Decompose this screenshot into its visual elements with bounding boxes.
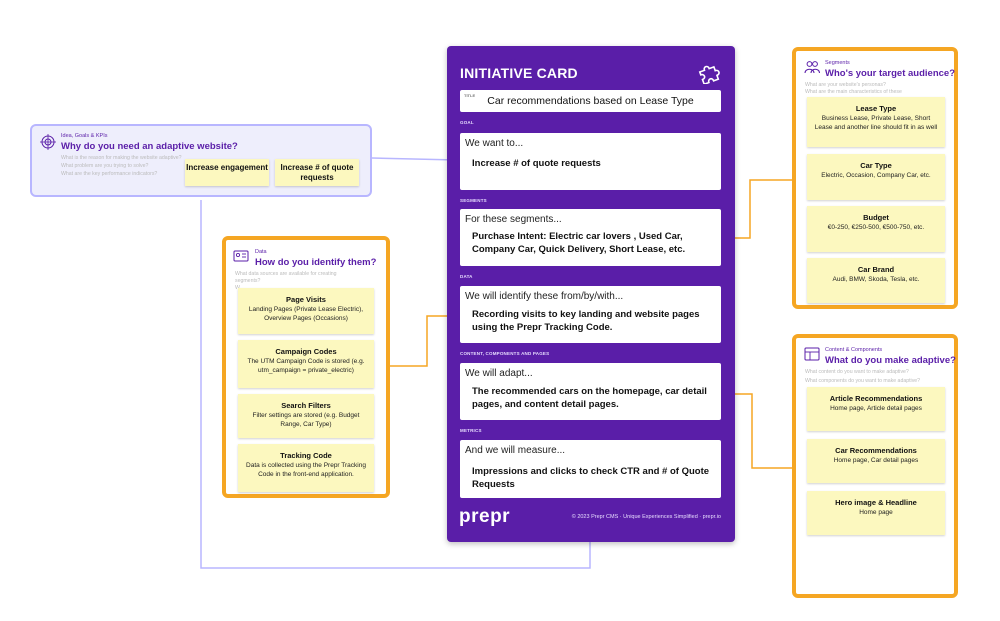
segments-panel: Segments Who's your target audience? Wha… [792, 47, 958, 309]
users-icon [804, 61, 820, 74]
sticky-note: Campaign Codes The UTM Campaign Code is … [238, 340, 374, 388]
data-heading: How do you identify them? [255, 257, 377, 268]
sticky-body: The UTM Campaign Code is stored (e.g. ut… [247, 358, 365, 374]
sticky-title: Hero image & Headline [835, 498, 917, 507]
segments-box: For these segments... Purchase Intent: E… [460, 209, 721, 266]
sticky-note: Search Filters Filter settings are store… [238, 394, 374, 438]
sticky-body: Home page [859, 509, 893, 516]
segments-lead: For these segments... [465, 214, 562, 225]
idea-question: What are the key performance indicators? [61, 171, 158, 177]
sticky-note: Increase # of quote requests [275, 159, 359, 186]
sticky-title: Car Recommendations [835, 446, 917, 455]
segments-body: Purchase Intent: Electric car lovers , U… [472, 231, 686, 255]
segments-heading: Who's your target audience? [825, 68, 955, 79]
idea-question: What is the reason for making the websit… [61, 155, 182, 161]
sticky-note: Hero image & Headline Home page [807, 491, 945, 535]
idea-heading: Why do you need an adaptive website? [61, 141, 238, 152]
connector-content-to-card [720, 388, 792, 469]
connector-segments-to-card [720, 179, 792, 244]
id-card-icon [233, 250, 249, 262]
sticky-note: Article Recommendations Home page, Artic… [807, 387, 945, 431]
puzzle-icon [698, 65, 720, 84]
sticky-body: Filter settings are stored (e.g. Budget … [252, 412, 360, 428]
content-label: CONTENT, COMPONENTS AND PAGES [460, 351, 550, 356]
card-footer: © 2023 Prepr CMS · Unique Experiences Si… [571, 514, 721, 520]
idea-kicker: Idea, Goals & KPIs [61, 133, 108, 139]
data-question: segments? [235, 278, 261, 284]
data-label: DATA [460, 274, 473, 279]
metrics-lead: And we will measure... [465, 445, 566, 456]
segments-label: SEGMENTS [460, 198, 487, 203]
idea-question: What problem are you trying to solve? [61, 163, 149, 169]
sticky-note: Car Recommendations Home page, Car detai… [807, 439, 945, 483]
card-title: INITIATIVE CARD [460, 65, 578, 81]
data-box: We will identify these from/by/with... R… [460, 286, 721, 343]
goal-label: GOAL [460, 120, 474, 125]
content-lead: We will adapt... [465, 368, 533, 379]
data-lead: We will identify these from/by/with... [465, 291, 624, 302]
data-question: W [235, 285, 240, 292]
sticky-title: Page Visits [286, 295, 326, 304]
segments-question: What are the main characteristics of the… [805, 89, 902, 95]
connector-idea-to-goal [371, 153, 459, 166]
title-field: TITLE Car recommendations based on Lease… [460, 90, 721, 112]
sticky-note: Tracking Code Data is collected using th… [238, 444, 374, 492]
segments-kicker: Segments [825, 60, 850, 66]
initiative-card: INITIATIVE CARD TITLE Car recommendation… [447, 46, 735, 542]
idea-goals-panel: Idea, Goals & KPIs Why do you need an ad… [30, 124, 372, 197]
sticky-title: Article Recommendations [829, 394, 923, 403]
data-question: What data sources are available for crea… [235, 271, 337, 277]
content-body: The recommended cars on the homepage, ca… [472, 386, 707, 410]
metrics-body: Impressions and clicks to check CTR and … [472, 466, 710, 490]
sticky-note: Budget €0-250, €250-500, €500-750, etc. [807, 206, 945, 252]
sticky-title: Search Filters [281, 401, 331, 410]
segments-question: What are your website's personas? [805, 82, 886, 88]
sticky-title: Increase # of quote requests [280, 163, 354, 182]
connector-data-to-card [386, 310, 464, 367]
sticky-body: Home page, Car detail pages [833, 457, 919, 464]
content-question: What content do you want to make adaptiv… [805, 369, 909, 375]
goal-body: Increase # of quote requests [472, 158, 601, 169]
content-question: What components do you want to make adap… [805, 378, 921, 384]
data-kicker: Data [255, 249, 267, 255]
sticky-body: Data is collected using the Prepr Tracki… [246, 462, 366, 478]
goal-lead: We want to... [465, 138, 524, 149]
content-box: We will adapt... The recommended cars on… [460, 363, 721, 420]
content-components-panel: Content & Components What do you make ad… [792, 334, 958, 598]
sticky-body: Business Lease, Private Lease, Short Lea… [814, 115, 938, 131]
sticky-title: Budget [863, 213, 889, 222]
data-body: Recording visits to key landing and webs… [472, 309, 700, 333]
sticky-note: Page Visits Landing Pages (Private Lease… [238, 288, 374, 334]
metrics-box: And we will measure... Impressions and c… [460, 440, 721, 498]
sticky-title: Tracking Code [280, 451, 332, 460]
sticky-title: Lease Type [855, 104, 897, 113]
target-icon [40, 134, 56, 150]
prepr-logo: prepr [459, 506, 511, 527]
sticky-body: Landing Pages (Private Lease Electric), … [248, 306, 364, 322]
sticky-body: €0-250, €250-500, €500-750, etc. [827, 224, 925, 231]
goal-box: We want to... Increase # of quote reques… [460, 133, 721, 190]
sticky-title: Campaign Codes [275, 347, 337, 356]
sticky-note: Car Type Electric, Occasion, Company Car… [807, 154, 945, 200]
data-panel: Data How do you identify them? What data… [222, 236, 390, 498]
metrics-label: METRICS [460, 428, 482, 433]
title-field-label: TITLE [464, 93, 476, 98]
content-heading: What do you make adaptive? [825, 355, 956, 366]
sticky-note: Lease Type Business Lease, Private Lease… [807, 97, 945, 147]
sticky-title: Car Type [860, 161, 892, 170]
sticky-body: Electric, Occasion, Company Car, etc. [821, 172, 931, 179]
content-kicker: Content & Components [825, 347, 883, 353]
sticky-title: Increase engagement [186, 163, 268, 172]
sticky-body: Audi, BMW, Skoda, Tesla, etc. [832, 276, 920, 283]
sticky-note: Increase engagement [185, 159, 269, 186]
title-field-value: Car recommendations based on Lease Type [487, 95, 694, 107]
layout-icon [804, 347, 820, 361]
sticky-title: Car Brand [857, 265, 895, 274]
sticky-note: Car Brand Audi, BMW, Skoda, Tesla, etc. [807, 258, 945, 303]
sticky-body: Home page, Article detail pages [830, 405, 922, 412]
